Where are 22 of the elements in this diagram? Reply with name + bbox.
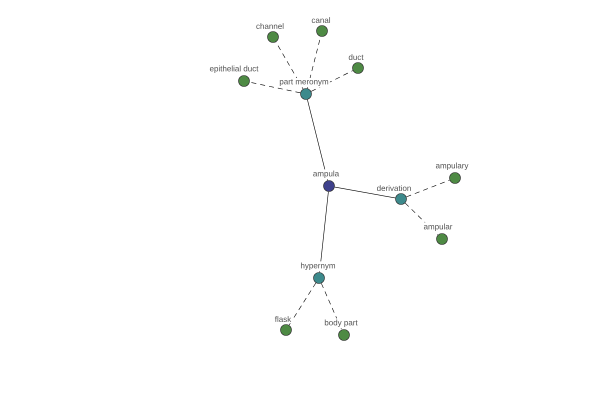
- connector-line: [406, 180, 450, 198]
- connector-line: [288, 282, 316, 326]
- connector-line: [321, 283, 342, 330]
- node-label: ampulary: [436, 162, 468, 170]
- node-label: epithelial duct: [210, 66, 258, 73]
- node-label: canal: [312, 17, 330, 23]
- node-label: body part: [324, 320, 358, 327]
- connector-line: [404, 202, 438, 236]
- connector-line: [249, 82, 301, 94]
- node-label: part meronym: [280, 79, 328, 86]
- node-label: flask: [274, 316, 292, 322]
- connector-line: [276, 42, 304, 90]
- connector-line: [319, 191, 329, 273]
- node-label: ampular: [424, 224, 452, 231]
- node-label: derivation: [377, 185, 411, 191]
- connector-line: [334, 186, 396, 198]
- node-label: channel: [256, 23, 284, 29]
- node-label: duct: [348, 54, 364, 60]
- node-label: ampula: [313, 170, 340, 178]
- node-label: hypernym: [301, 262, 336, 270]
- connector-line: [310, 70, 354, 92]
- connector-line: [307, 99, 328, 181]
